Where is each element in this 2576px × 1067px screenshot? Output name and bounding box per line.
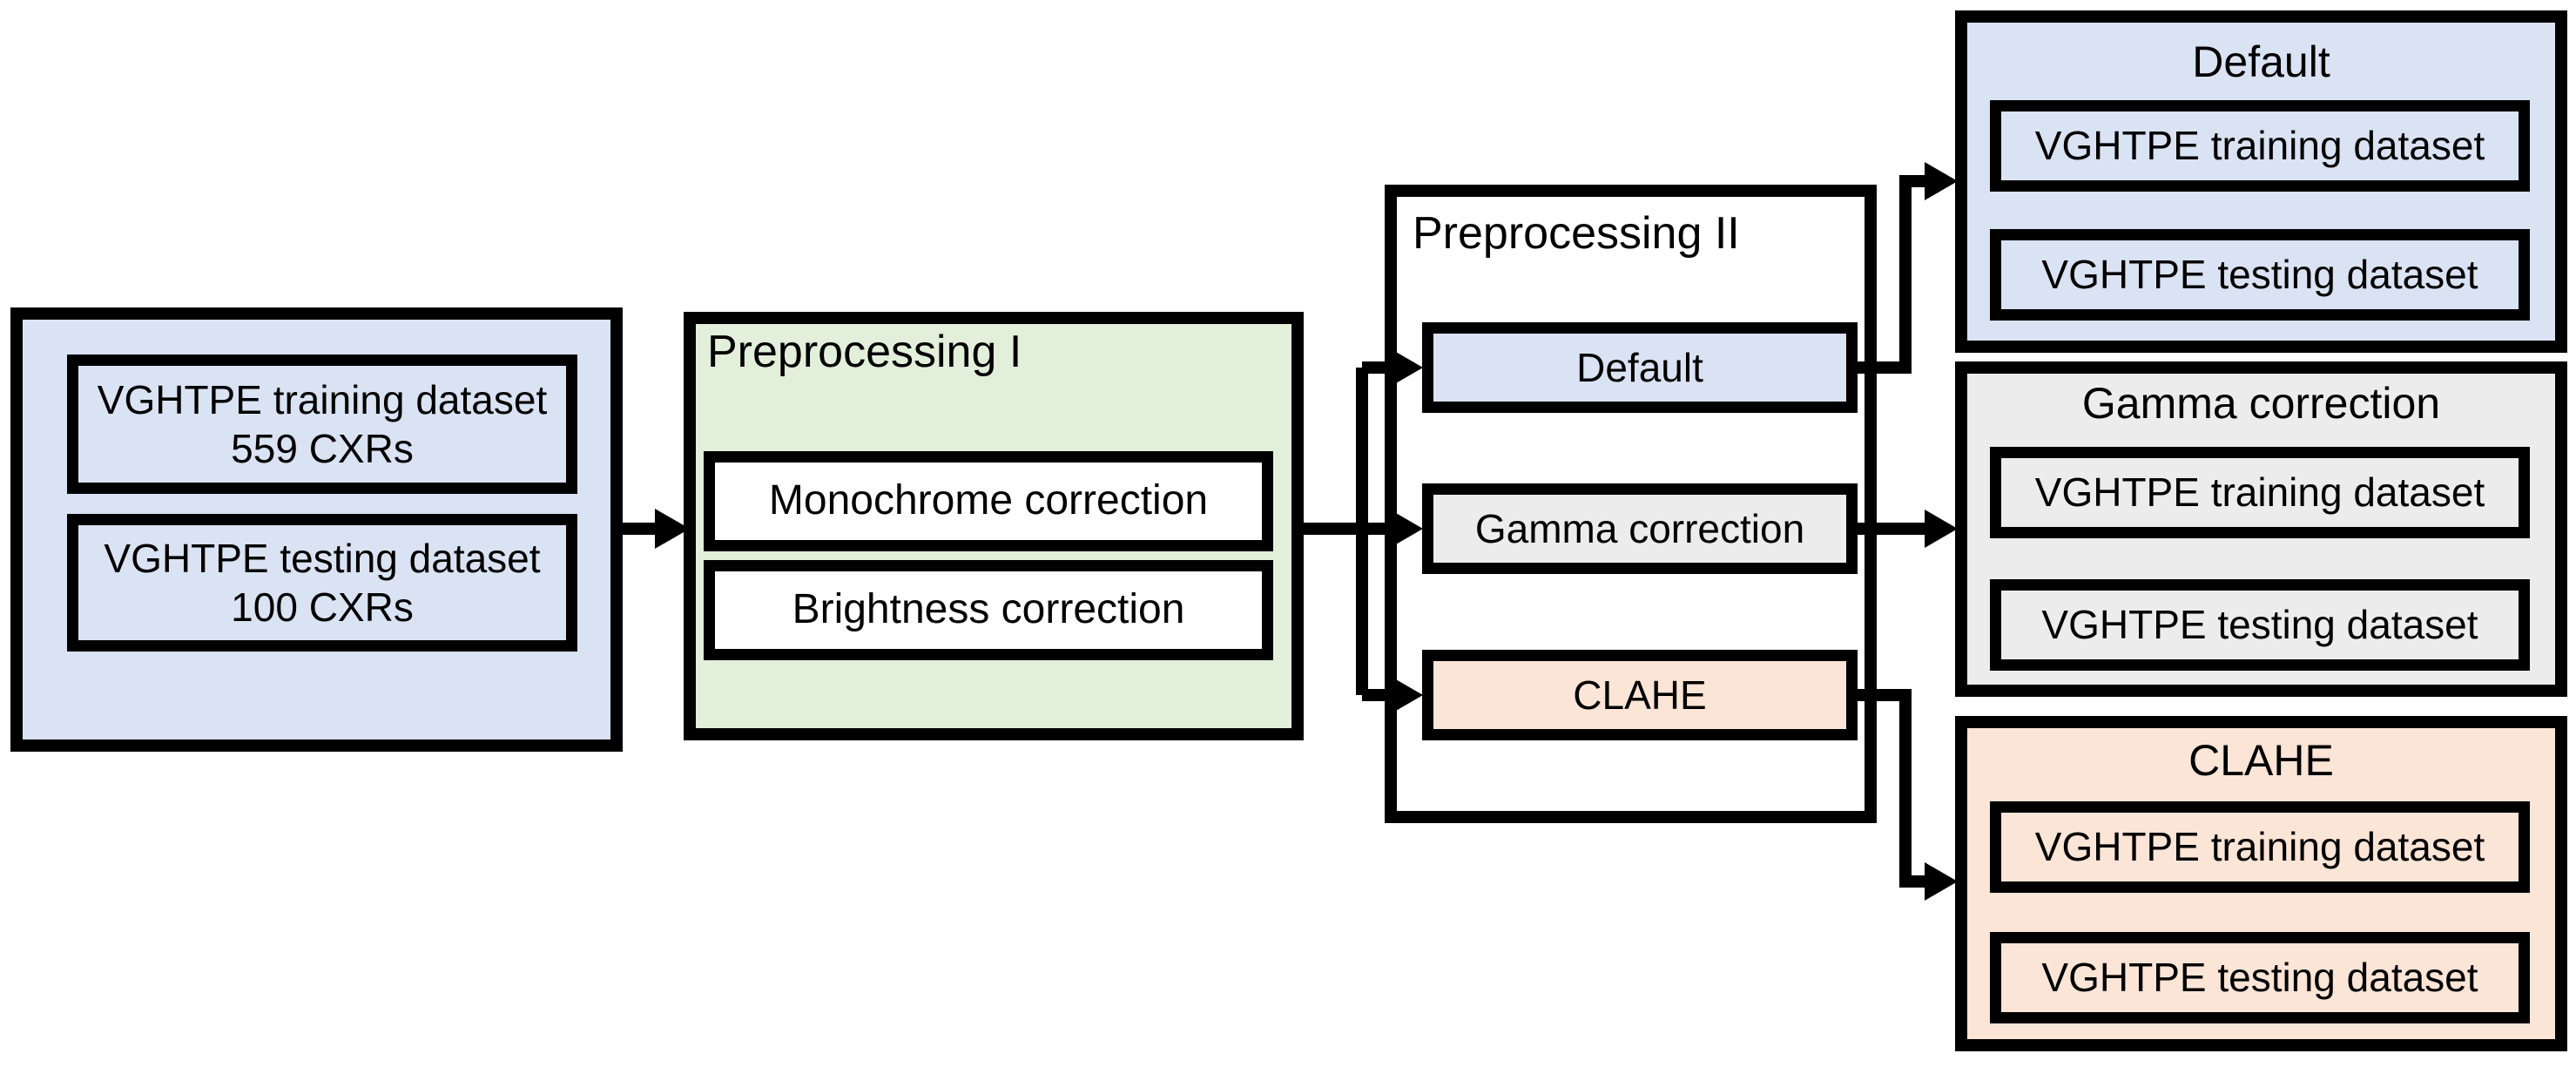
output-clahe-testing-box: VGHTPE testing dataset	[1990, 932, 2530, 1023]
source-training-label: VGHTPE training dataset	[97, 376, 548, 422]
brightness-correction-label: Brightness correction	[792, 586, 1185, 633]
arrowhead-gamma-to-output	[1925, 510, 1958, 548]
arrowhead-default-to-output	[1925, 162, 1958, 200]
output-gamma-title: Gamma correction	[2081, 379, 2441, 428]
source-training-box: VGHTPE training dataset 559 CXRs	[67, 355, 577, 494]
output-default-testing-label: VGHTPE testing dataset	[2041, 252, 2478, 298]
source-testing-count: 100 CXRs	[231, 584, 414, 630]
option-default-label: Default	[1576, 344, 1703, 390]
preprocessing2-option-default: Default	[1422, 322, 1858, 413]
source-testing-box: VGHTPE testing dataset 100 CXRs	[67, 514, 577, 652]
source-training-count: 559 CXRs	[231, 426, 414, 471]
option-gamma-label: Gamma correction	[1474, 505, 1805, 551]
monochrome-correction-label: Monochrome correction	[768, 477, 1209, 524]
output-gamma-testing-label: VGHTPE testing dataset	[2041, 602, 2478, 648]
output-default-training-label: VGHTPE training dataset	[2034, 123, 2485, 169]
preprocessing1-step-brightness: Brightness correction	[704, 560, 1273, 660]
output-clahe-testing-label: VGHTPE testing dataset	[2041, 955, 2478, 1001]
preprocessing2-option-clahe: CLAHE	[1422, 650, 1858, 740]
output-gamma-training-label: VGHTPE training dataset	[2034, 469, 2485, 516]
preprocessing2-title: Preprocessing II	[1413, 208, 1740, 259]
output-clahe-title: CLAHE	[2188, 736, 2334, 785]
output-gamma-testing-box: VGHTPE testing dataset	[1990, 579, 2530, 671]
preprocessing2-option-gamma: Gamma correction	[1422, 483, 1858, 574]
arrowhead-clahe-to-output	[1925, 862, 1958, 901]
output-default-title: Default	[2192, 37, 2330, 86]
preprocessing1-title: Preprocessing I	[707, 327, 1022, 377]
output-clahe-training-box: VGHTPE training dataset	[1990, 801, 2530, 893]
output-default-training-box: VGHTPE training dataset	[1990, 100, 2530, 192]
source-testing-label: VGHTPE testing dataset	[104, 535, 541, 581]
preprocessing1-step-monochrome: Monochrome correction	[704, 451, 1273, 551]
option-clahe-label: CLAHE	[1573, 672, 1707, 718]
output-clahe-training-label: VGHTPE training dataset	[2034, 824, 2485, 870]
output-gamma-training-box: VGHTPE training dataset	[1990, 447, 2530, 538]
output-default-testing-box: VGHTPE testing dataset	[1990, 229, 2530, 321]
